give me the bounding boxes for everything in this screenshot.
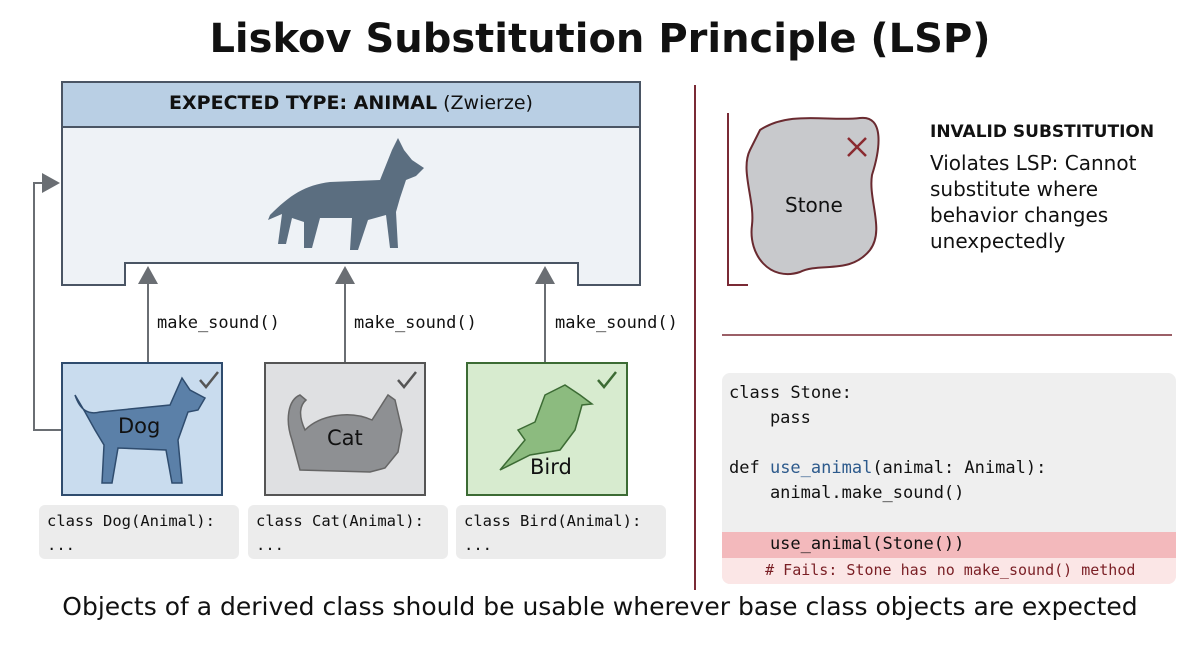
code-line: ... — [47, 536, 75, 554]
code-line: class Bird(Animal): — [464, 512, 642, 530]
invalid-heading: INVALID SUBSTITUTION — [930, 122, 1155, 142]
expected-type-header — [61, 81, 641, 128]
code-comment: # Fails: Stone has no make_sound() metho… — [729, 561, 1136, 579]
animal-dog-icon — [268, 138, 424, 250]
method-label: make_sound() — [354, 313, 477, 333]
stone-shape — [745, 116, 880, 275]
expected-type-translation: (Zwierze) — [443, 92, 533, 114]
code-line: def use_animal(animal: Animal): — [729, 456, 1046, 481]
bird-label: Bird — [530, 455, 572, 479]
expected-type-label: EXPECTED TYPE: ANIMAL (Zwierze) — [62, 92, 640, 114]
params: (animal: Animal): — [872, 458, 1047, 478]
check-icon — [597, 371, 617, 389]
code-line: pass — [729, 408, 811, 428]
code-line: ... — [464, 536, 492, 554]
x-icon — [847, 137, 867, 157]
dog-label: Dog — [118, 414, 161, 438]
stone-label: Stone — [785, 193, 843, 217]
check-icon — [199, 371, 219, 389]
code-line: class Dog(Animal): — [47, 512, 215, 530]
method-label: make_sound() — [555, 313, 678, 333]
expected-type-title: EXPECTED TYPE: ANIMAL — [169, 92, 438, 114]
check-icon — [397, 371, 417, 389]
code-line: class Cat(Animal): — [256, 512, 424, 530]
dog-code: class Dog(Animal):... — [39, 505, 239, 559]
bird-icon — [499, 384, 594, 471]
page-title: Liskov Substitution Principle (LSP) — [209, 16, 991, 62]
footer-caption: Objects of a derived class should be usa… — [62, 592, 1138, 621]
comment-highlight — [722, 558, 1176, 584]
cat-code: class Cat(Animal):... — [248, 505, 448, 559]
function-name: use_animal — [769, 458, 873, 478]
method-label: make_sound() — [157, 313, 280, 333]
keyword: def — [729, 458, 770, 478]
error-highlight — [722, 532, 1176, 558]
code-line: ... — [256, 536, 284, 554]
code-line: class Stone: — [729, 383, 852, 403]
bird-code: class Bird(Animal):... — [456, 505, 666, 559]
code-line-error: use_animal(Stone()) — [729, 534, 965, 554]
stone-code-block: class Stone: pass def use_animal(animal:… — [722, 373, 1176, 584]
dog-icon — [74, 376, 207, 484]
code-line: animal.make_sound() — [729, 483, 965, 503]
cat-label: Cat — [327, 426, 363, 450]
invalid-description: Violates LSP: Cannot substitute where be… — [930, 151, 1137, 253]
cat-icon — [287, 393, 403, 473]
